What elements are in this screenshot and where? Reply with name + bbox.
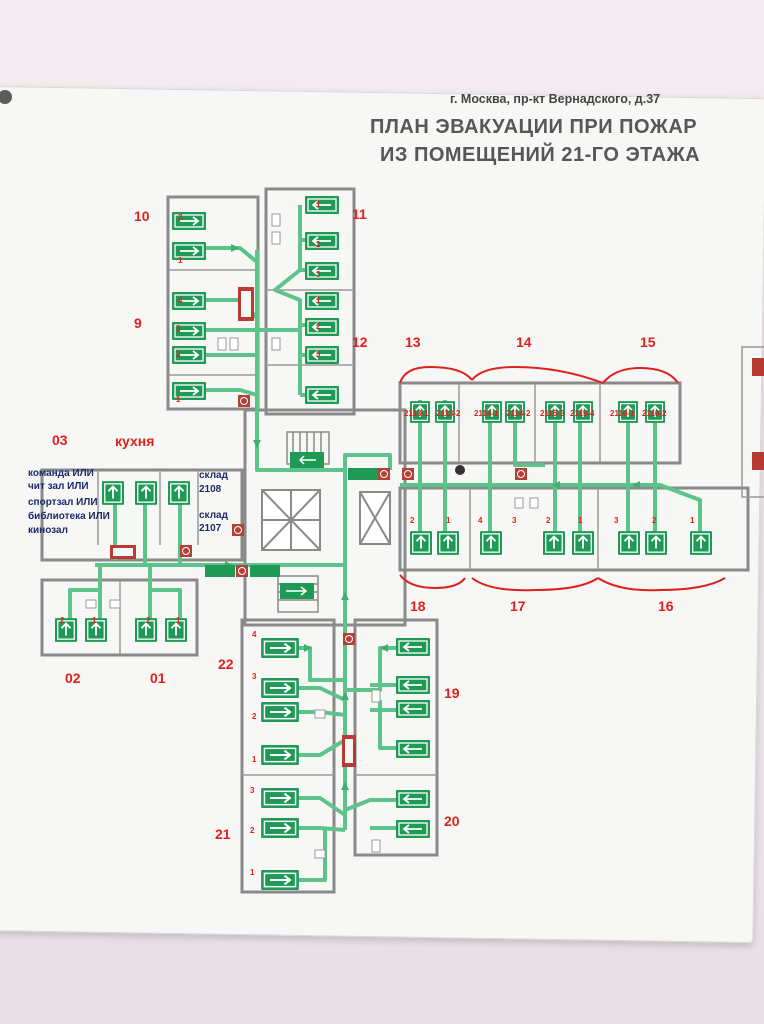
legend-fragment [741,346,764,498]
bed-number: 2 [652,516,657,525]
zone-17-label: 17 [510,598,526,614]
bed-number: 4 [178,296,183,305]
storage-2108-note-1: склад [199,470,228,481]
room-2115-3: 2115-3 [540,409,565,418]
room-2114-2: 2114-2 [506,409,531,418]
bed-number: 2 [316,322,321,331]
commons-room-note-2: чит зал ИЛИ [28,481,89,492]
bed-number: 3 [316,270,321,279]
bed-number: 1 [92,616,97,625]
bed-number: 2 [176,350,181,359]
group-braces [399,365,726,592]
room-2115-4: 2115-4 [570,409,595,418]
bed-number: 1 [178,256,183,265]
bed-number: 1 [578,516,583,525]
bed-number: 3 [250,786,255,795]
route-arrows [225,244,640,790]
bed-number: 1 [176,616,181,625]
bed-number: 2 [146,616,151,625]
zone-9-label: 9 [134,315,142,331]
commons-room-note-4: библиотека ИЛИ [28,511,110,522]
storage-2108-note-2: 2108 [199,484,222,495]
room-2113-1: 2113-1 [404,409,429,418]
zone-01-label: 01 [150,670,166,686]
zone-18-label: 18 [410,598,426,614]
zone-19-label: 19 [444,685,460,701]
commons-room-note-3: спортзал ИЛИ [28,497,98,508]
mount-screw [0,90,12,104]
commons-room-note-1: команда ИЛИ [28,468,94,479]
bed-number: 3 [316,350,321,359]
sanitary-fixtures [85,213,539,859]
zone-21-label: 21 [215,826,231,842]
zone-22-label: 22 [218,656,234,672]
plan-title-line2: ИЗ ПОМЕЩЕНИЙ 21-ГО ЭТАЖА [380,144,701,166]
bed-number: 1 [690,516,695,525]
storage-2107-note-1: склад [199,510,228,521]
bed-number: 1 [446,516,451,525]
exit-signs [110,287,378,767]
bed-number: 1 [252,755,257,764]
bed-number: 2 [250,826,255,835]
zone-20-label: 20 [444,813,460,829]
elevator-block [261,489,391,551]
bed-number: 1 [176,395,181,404]
storage-2107-note-2: 2107 [199,523,222,534]
zone-12-label: 12 [352,334,368,350]
zone-14-label: 14 [516,334,532,350]
commons-room-note-5: кинозал [28,525,68,536]
bed-number: 4 [252,630,257,639]
fire-alarm-points [180,395,527,645]
zone-02-label: 02 [65,670,81,686]
zone-10-label: 10 [134,208,150,224]
building-walls [40,187,750,894]
bed-number: 3 [614,516,619,525]
zone-16-label: 16 [658,598,674,614]
bed-number: 2 [316,240,321,249]
bed-number: 1 [250,868,255,877]
bed-number: 3 [176,324,181,333]
bed-number: 1 [316,296,321,305]
bed-number: 4 [478,516,483,525]
bed-number: 2 [546,516,551,525]
interior-walls [97,269,601,776]
address-text: г. Москва, пр-кт Вернадского, д.37 [450,92,661,106]
room-2116-2: 2116-2 [642,409,667,418]
bed-number: 3 [252,672,257,681]
room-2116-1: 2116-1 [610,409,635,418]
room-2114-1: 2114-1 [474,409,499,418]
bed-number: 2 [178,213,183,222]
room-2113-2: 2113-2 [436,409,461,418]
zone-11-label: 11 [352,206,367,222]
bed-number: 2 [252,712,257,721]
plan-title-line1: ПЛАН ЭВАКУАЦИИ ПРИ ПОЖАР [370,116,698,138]
bed-number: 1 [316,200,321,209]
zone-15-label: 15 [640,334,656,350]
bed-number: 2 [410,516,415,525]
kitchen-label: кухня [115,433,155,449]
zone-03-label: 03 [52,432,68,448]
bed-number: 3 [512,516,517,525]
zone-13-label: 13 [405,334,421,350]
bed-number: 2 [60,616,65,625]
